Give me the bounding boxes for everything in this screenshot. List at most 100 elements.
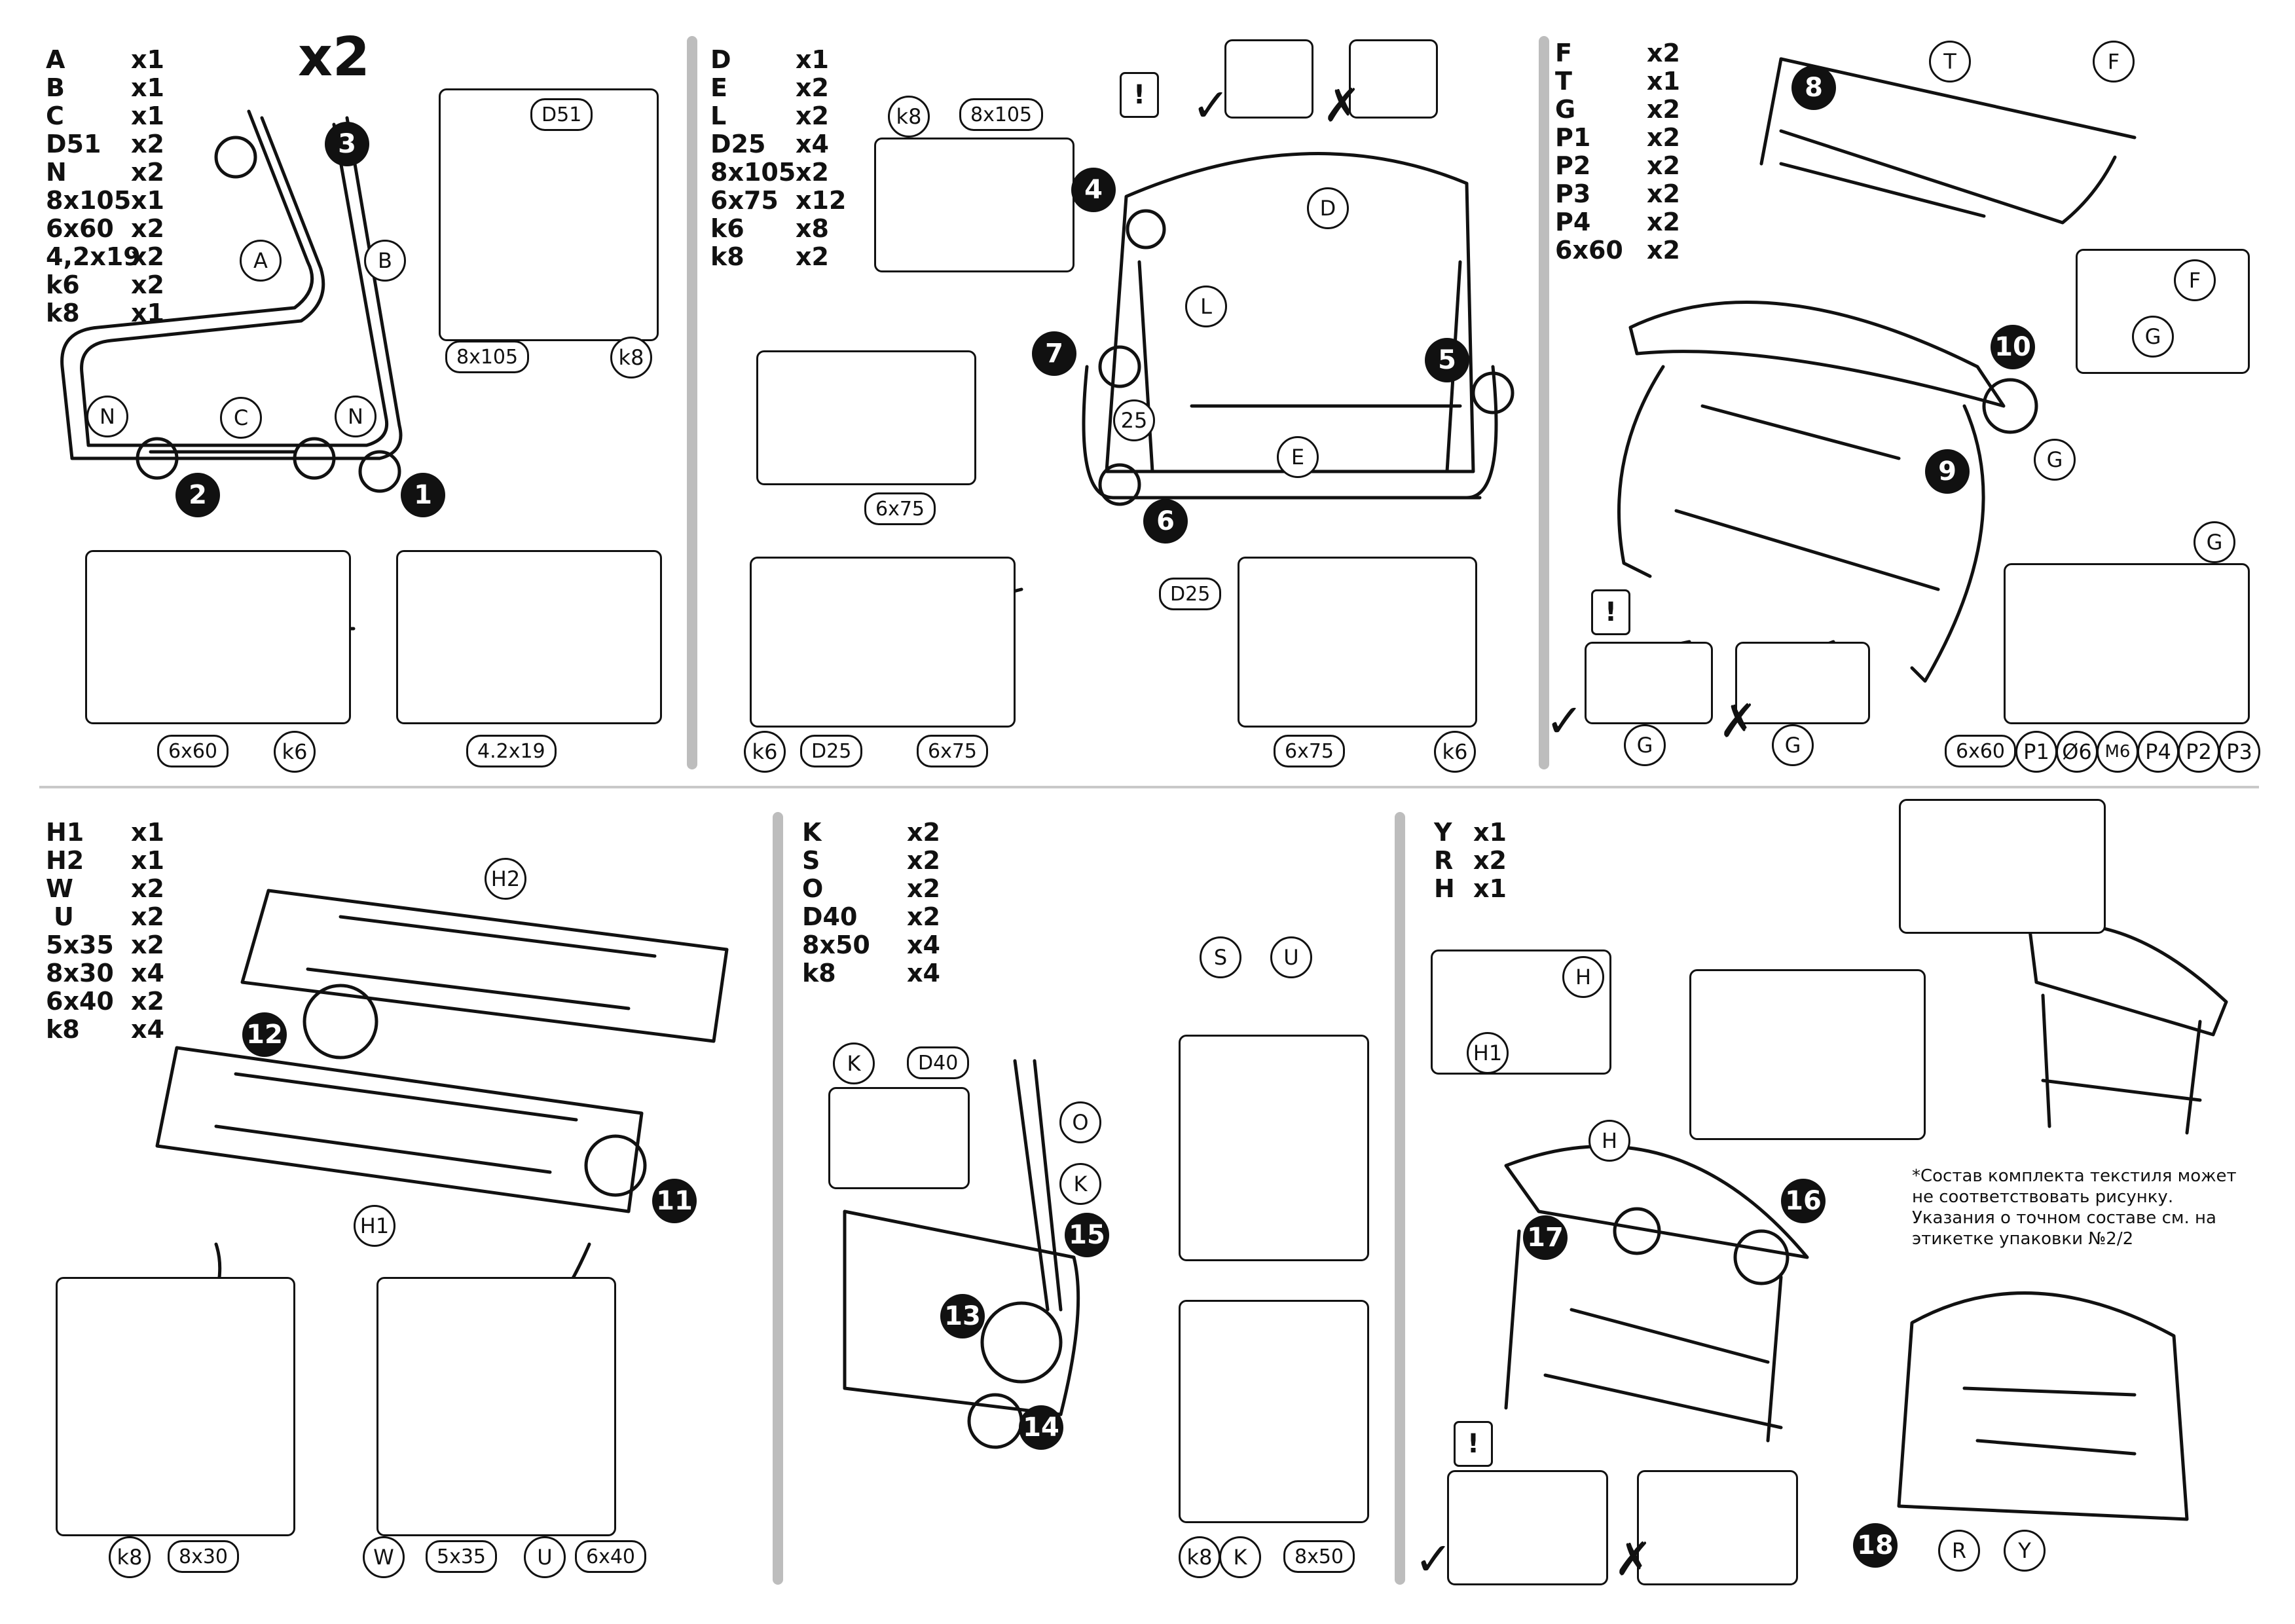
label-e: E [1277,436,1319,478]
quantity-multiplier: x2 [298,26,370,88]
label-h2: H2 [485,858,526,900]
label-k: K [1219,1536,1261,1578]
label-k6: k6 [1434,731,1476,773]
label-f: F [2174,259,2216,301]
detail-box-d40 [828,1087,970,1189]
label-k8: k8 [1179,1536,1221,1578]
detail-box-step-10 [2076,249,2250,374]
step-number: 4 [1071,168,1116,212]
cross-icon: ✗ [1719,694,1757,748]
label-o: O [1059,1101,1101,1143]
step-number: 6 [1143,499,1188,544]
label-g: G [2034,439,2076,481]
label-bolt-8x30: 8x30 [168,1540,240,1573]
panel-divider [687,36,697,769]
detail-box-step-4 [874,138,1074,272]
correct-example-box [1447,1470,1608,1585]
cross-icon: ✗ [1614,1532,1653,1586]
label-p4: P4 [2137,731,2179,773]
label-bolt-6x75: 6x75 [864,492,936,525]
detail-box-wheel-assembly [2004,563,2250,724]
incorrect-example-box [1735,642,1870,724]
label-n-right: N [335,396,376,437]
label-k8: k8 [109,1536,151,1578]
label-m6: M6 [2097,731,2139,773]
label-bolt-6x60: 6x60 [157,735,229,767]
label-k6: k6 [744,731,786,773]
label-u: U [524,1536,566,1578]
correct-example-box [1585,642,1713,724]
panel-divider [1539,36,1549,769]
step-number: 5 [1425,338,1469,382]
label-u: U [1270,936,1312,978]
label-d51: D51 [530,98,593,131]
label-g: G [2132,316,2174,358]
label-bolt-8x105: 8x105 [445,341,530,373]
label-a: A [240,240,282,282]
detail-box-screw [396,550,662,724]
row-divider [39,786,2259,788]
label-r: R [1938,1530,1980,1572]
label-bolt-6x60: 6x60 [1945,735,2017,767]
label-c: C [220,397,262,439]
step-number: 16 [1781,1179,1826,1223]
textile-note: *Состав комплекта текстиля может не соот… [1912,1166,2237,1249]
step-number: 3 [325,122,369,166]
label-d25: D25 [800,735,863,767]
label-screw-4-2x19: 4.2x19 [466,735,557,767]
correct-example-box [1224,39,1313,119]
label-bolt-8x50: 8x50 [1283,1540,1355,1573]
step-number: 7 [1032,331,1076,376]
label-b: B [364,240,406,282]
step-number: 12 [242,1012,287,1057]
label-t: T [1929,41,1971,83]
label-k: K [833,1043,875,1084]
step-number: 17 [1523,1215,1568,1260]
label-bolt-8x105: 8x105 [959,98,1044,131]
label-s: S [1200,936,1241,978]
detail-box-step-14 [1179,1300,1369,1523]
detail-box-step-6 [750,557,1016,728]
label-y: Y [2004,1530,2046,1572]
label-g: G [1772,724,1814,766]
label-l: L [1185,286,1227,327]
label-h: H [1588,1120,1630,1162]
label-p2: P2 [2178,731,2220,773]
label-bolt-6x75: 6x75 [1274,735,1346,767]
detail-box-step-11 [376,1277,616,1536]
label-h: H [1562,956,1604,998]
label-bolt-6x75: 6x75 [917,735,989,767]
label-p1: P1 [2015,731,2057,773]
check-icon: ✓ [1545,694,1584,748]
